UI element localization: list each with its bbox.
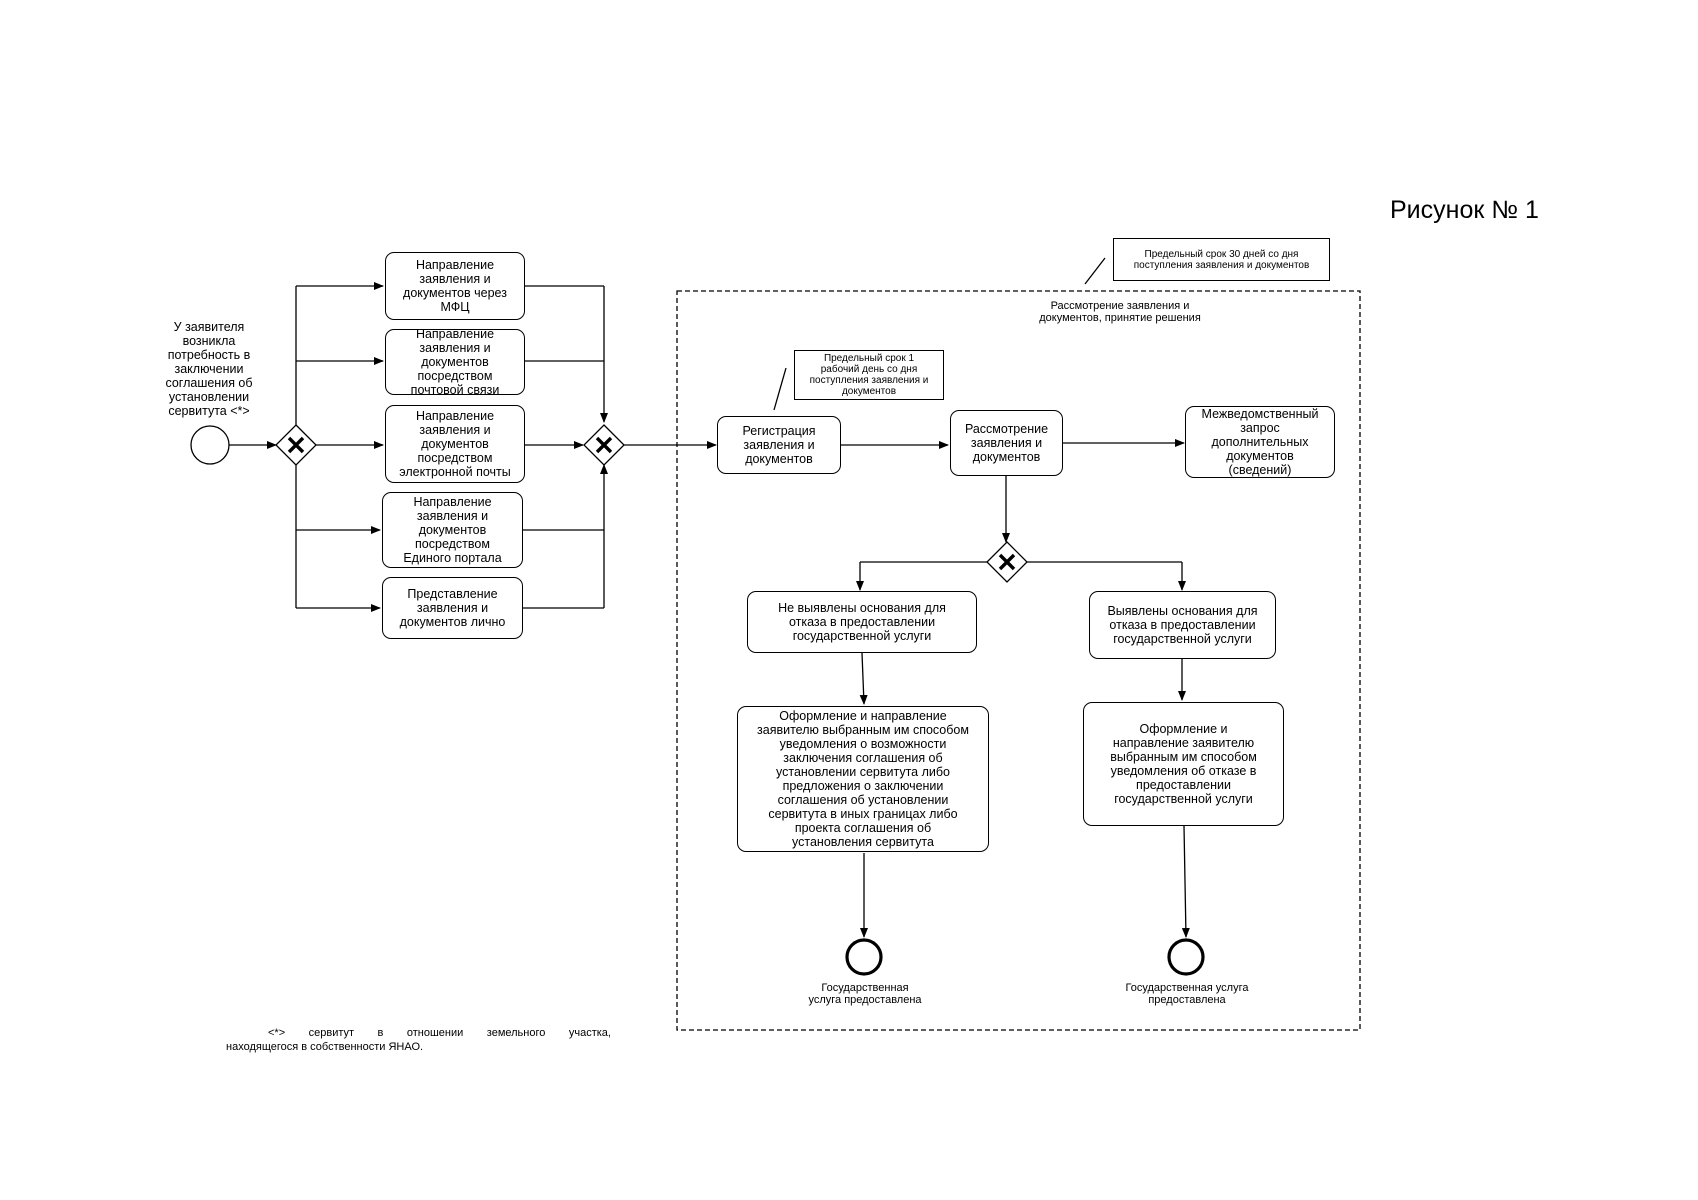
pool-boundary [676, 290, 1361, 1031]
pool-label: Рассмотрение заявления и документов, при… [1039, 300, 1201, 324]
footnote-line-2: находящегося в собственности ЯНАО. [226, 1041, 424, 1053]
start-event-label: У заявителя возникла потребность в заклю… [165, 320, 253, 418]
registration-deadline-note: Предельный срок 1 рабочий день со дня по… [794, 350, 944, 400]
end-event-label-refusal: Государственная услуга предоставлена [1125, 982, 1249, 1006]
split-gateway [275, 424, 317, 466]
registration-task: Регистрация заявления и документов [717, 416, 841, 474]
footnote-word: земельного [486, 1027, 546, 1039]
footnote-word: в [377, 1027, 384, 1039]
submission-box-email: Направление заявления и документов посре… [385, 405, 525, 483]
decision-gateway [986, 541, 1028, 583]
no-refusal-grounds-task: Не выявлены основания для отказа в предо… [747, 591, 977, 653]
refusal-grounds-task: Выявлены основания для отказа в предоста… [1089, 591, 1276, 659]
merge-gateway [583, 424, 625, 466]
submission-box-mfc: Направление заявления и документов через… [385, 252, 525, 320]
footnote-word: <*> [268, 1027, 286, 1039]
end-event-no-refusal [845, 938, 883, 976]
registration-note-connector [773, 367, 787, 411]
end-event-label-no-refusal: Государственная услуга предоставлена [808, 982, 922, 1006]
refusal-notification-task: Оформление и направление заявителю выбра… [1083, 702, 1284, 826]
pool-note-connector [1084, 257, 1106, 285]
submission-box-post: Направление заявления и документов посре… [385, 329, 525, 395]
footnote: <*> сервитут в отношении земельного учас… [226, 1026, 611, 1054]
footnote-word: сервитут [308, 1027, 355, 1039]
figure-title: Рисунок № 1 [1390, 196, 1539, 224]
pool-deadline-note: Предельный срок 30 дней со дня поступлен… [1113, 238, 1330, 281]
end-event-refusal [1167, 938, 1205, 976]
interagency-request-task: Межведомственный запрос дополнительных д… [1185, 406, 1335, 478]
submission-box-portal: Направление заявления и документов посре… [382, 492, 523, 568]
footnote-word: отношении [406, 1027, 464, 1039]
service-notification-task: Оформление и направление заявителю выбра… [737, 706, 989, 852]
start-event [190, 425, 230, 465]
review-task: Рассмотрение заявления и документов [950, 410, 1063, 476]
submission-box-in-person: Представление заявления и документов лич… [382, 577, 523, 639]
footnote-word: участка, [568, 1027, 611, 1039]
